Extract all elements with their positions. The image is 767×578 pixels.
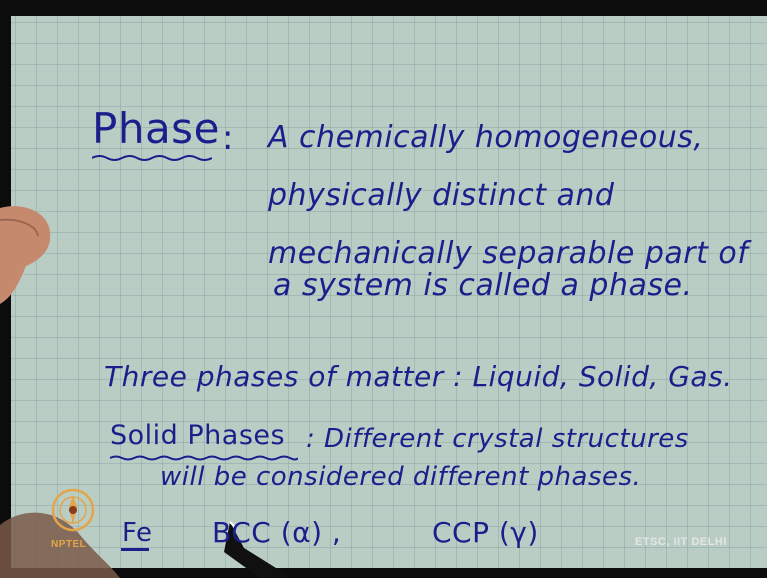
- solid-phases-text: : Different crystal structures: [306, 424, 689, 454]
- definition-line-2: physically distinct and: [268, 178, 615, 213]
- nptel-logo-text: NPTEL: [51, 539, 87, 550]
- phase-heading: Phase: [92, 104, 220, 153]
- grid-paper-sheet: [11, 16, 767, 568]
- pen-tip-icon: [224, 521, 292, 578]
- nptel-logo-icon: [51, 488, 95, 532]
- phase-colon: :: [222, 118, 234, 158]
- definition-line-4: a system is called a phase.: [273, 268, 693, 303]
- definition-line-1: A chemically homogeneous,: [268, 120, 704, 155]
- fe-underline: [121, 548, 149, 551]
- solid-phases-wavy-underline: [110, 455, 298, 461]
- solid-phases-text-line2: will be considered different phases.: [160, 462, 642, 492]
- hand-finger-icon: [0, 206, 51, 304]
- fe-label: Fe: [122, 518, 153, 548]
- ccp-label: CCP (γ): [432, 516, 539, 549]
- three-phases-text: Three phases of matter : Liquid, Solid, …: [104, 360, 733, 393]
- hand-bottom-icon: [0, 512, 120, 578]
- watermark: ETSC, IIT DELHI: [635, 536, 727, 548]
- phase-wavy-underline: [92, 155, 212, 161]
- definition-line-3: mechanically separable part of: [268, 236, 749, 271]
- bcc-label: BCC (α) ,: [212, 516, 342, 549]
- solid-phases-heading: Solid Phases: [110, 420, 286, 451]
